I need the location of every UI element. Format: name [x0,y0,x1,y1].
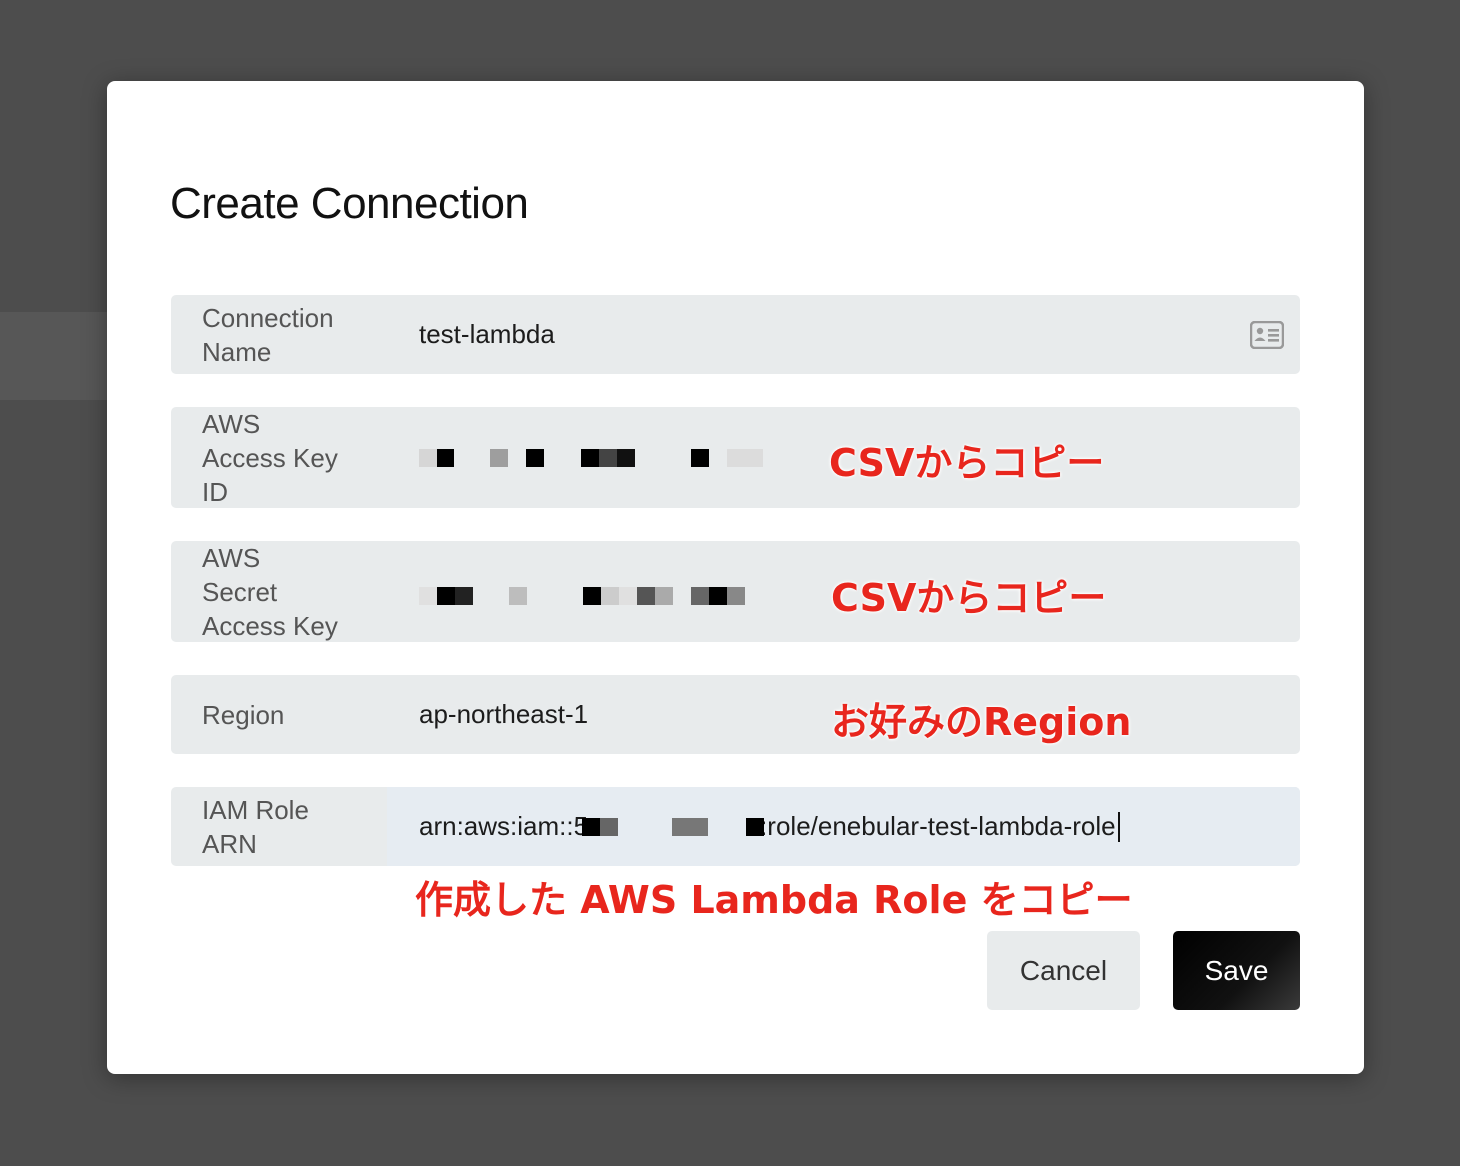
access-key-id-label: AWS Access Key ID [202,408,338,507]
region-input[interactable]: ap-northeast-1 [387,675,1300,754]
background-panel [0,312,107,400]
access-key-id-field: AWS Access Key ID [171,407,1300,508]
region-annotation: お好みのRegion [831,700,1132,744]
iam-role-arn-prefix: arn:aws:iam::5 [419,811,589,841]
role-annotation: 作成した AWS Lambda Role をコピー [415,878,1133,922]
connection-name-label: Connection Name [202,302,334,367]
region-value: ap-northeast-1 [419,699,589,729]
iam-role-arn-suffix: :role/enebular-test-lambda-role [760,811,1116,841]
region-label: Region [202,699,285,730]
iam-role-arn-field: IAM Role ARN arn:aws:iam::5 :role/enebul… [171,787,1300,866]
secret-access-key-field: AWS Secret Access Key [171,541,1300,642]
connection-name-input[interactable]: test-lambda [387,295,1300,374]
iam-role-arn-input[interactable]: arn:aws:iam::5 :role/enebular-test-lambd… [387,787,1300,866]
iam-role-arn-redacted [582,817,766,836]
access-key-id-input[interactable] [387,407,1300,508]
secret-key-annotation: CSVからコピー [831,576,1107,620]
access-key-id-redacted [419,449,779,467]
connection-name-value: test-lambda [419,319,555,349]
secret-access-key-input[interactable] [387,541,1300,642]
save-button[interactable]: Save [1173,931,1300,1010]
access-key-annotation: CSVからコピー [829,441,1105,485]
connection-name-field: Connection Name test-lambda [171,295,1300,374]
create-connection-dialog: Create Connection Connection Name test-l… [107,81,1364,1074]
secret-access-key-redacted [419,587,759,605]
text-cursor [1117,811,1120,842]
secret-access-key-label: AWS Secret Access Key [202,542,338,641]
cancel-button[interactable]: Cancel [987,931,1140,1010]
dialog-title: Create Connection [170,179,529,228]
region-field: Region ap-northeast-1 [171,675,1300,754]
iam-role-arn-label: IAM Role ARN [202,794,309,859]
contact-card-icon[interactable] [1250,321,1284,349]
